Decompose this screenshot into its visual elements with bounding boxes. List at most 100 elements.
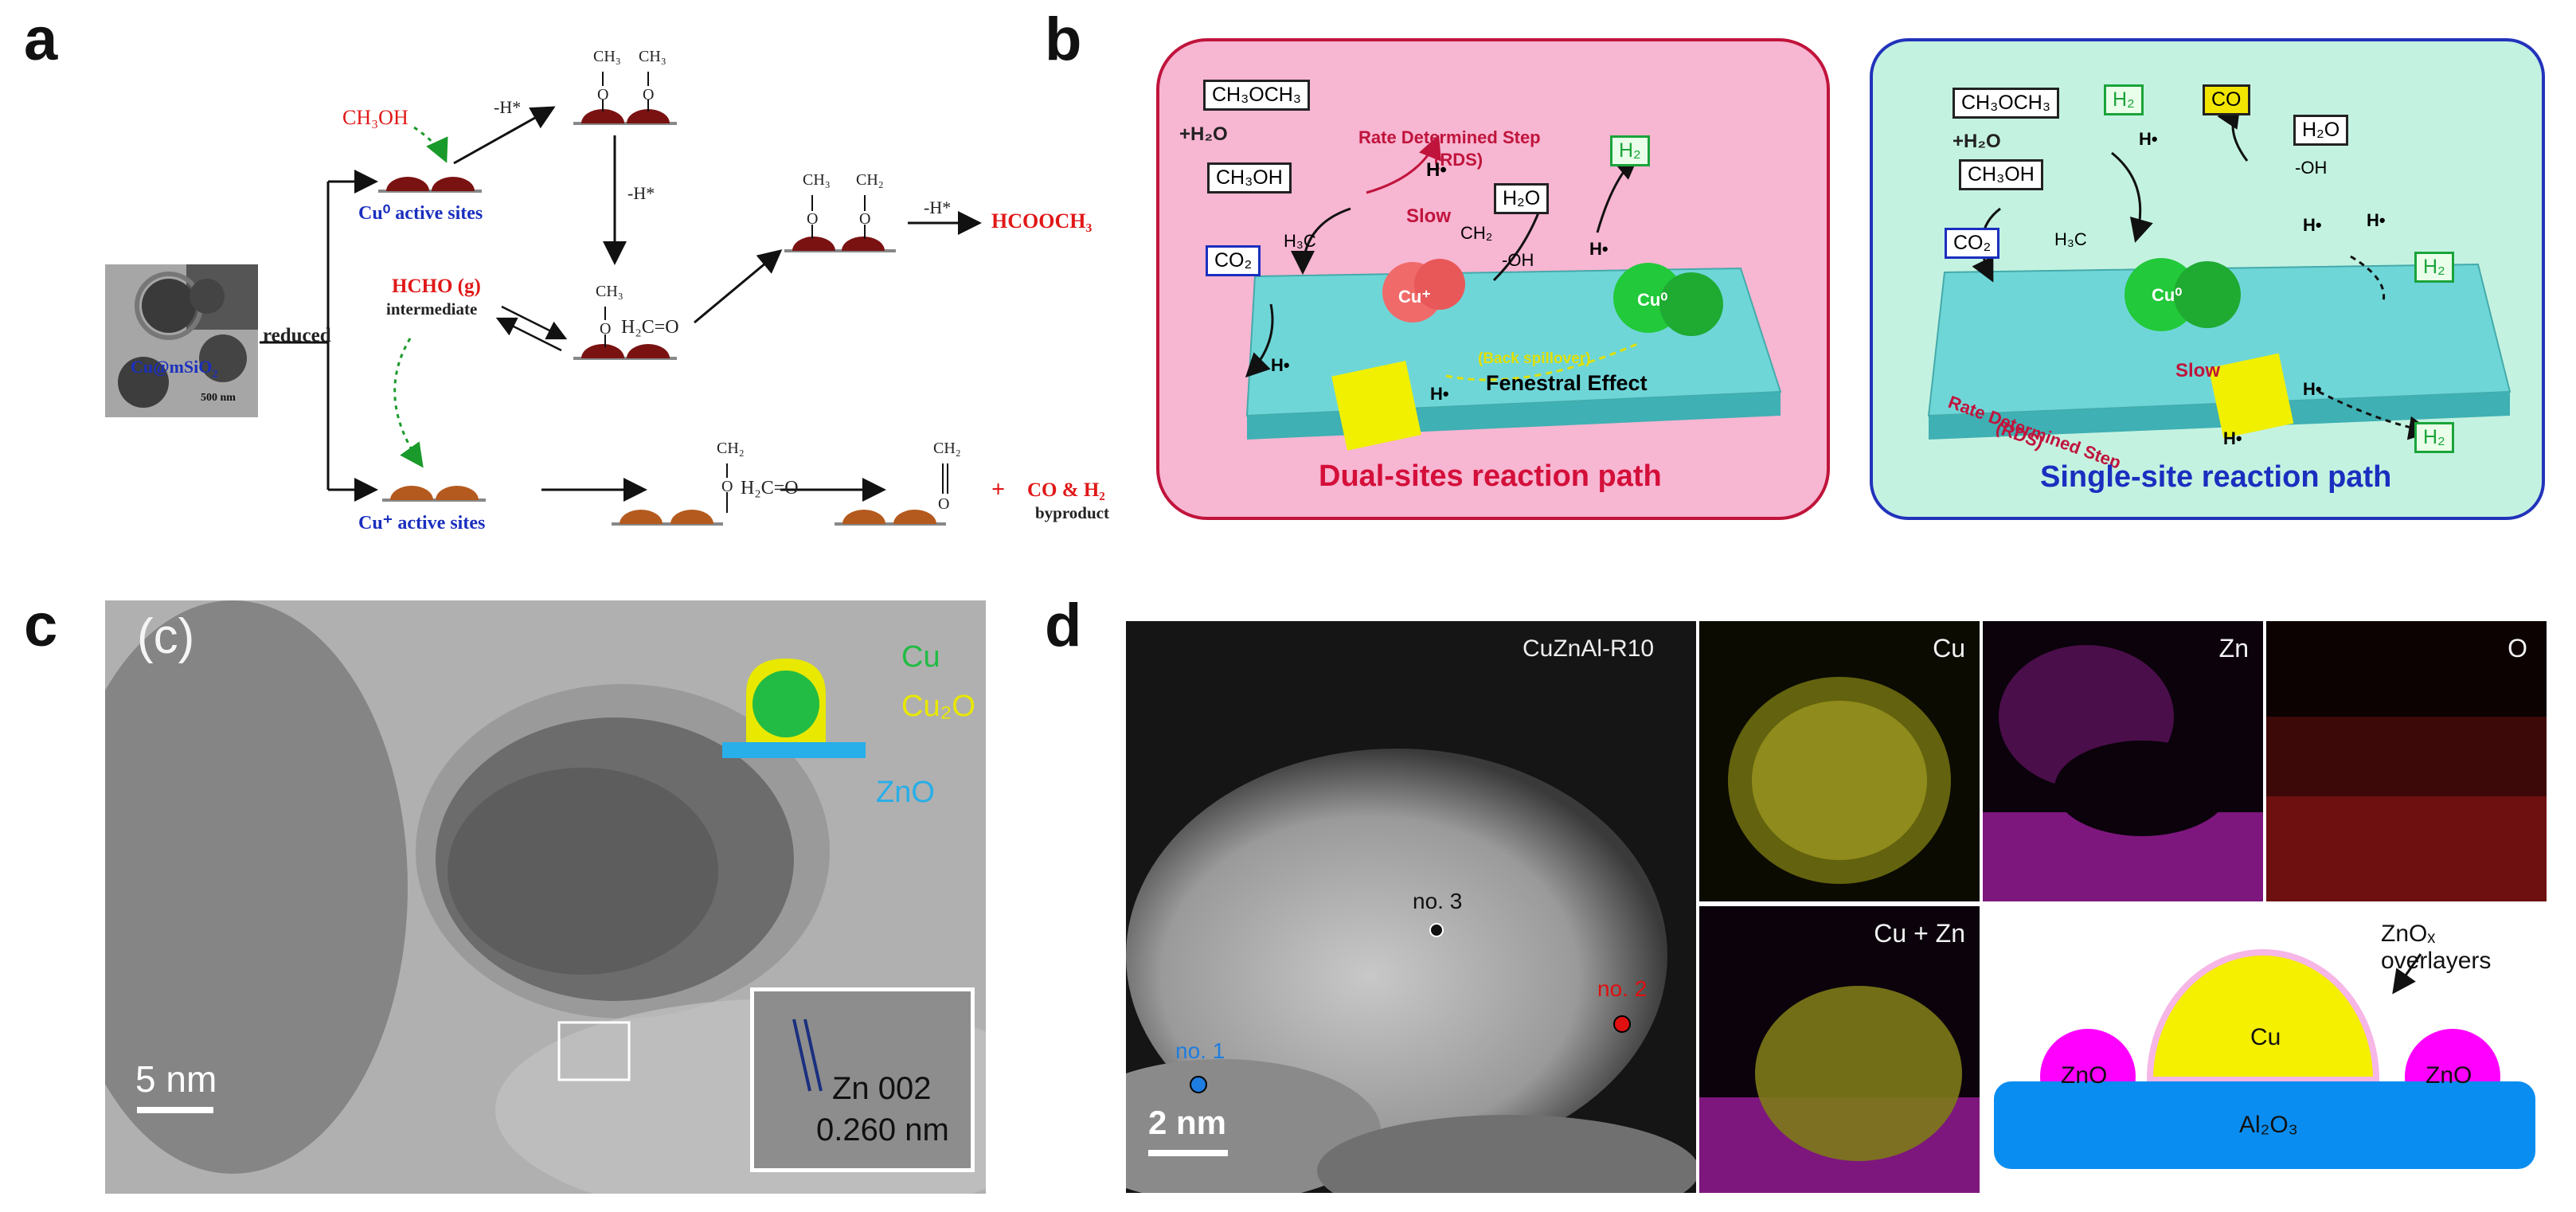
h2-box-bottom: H₂	[2414, 422, 2454, 453]
cu0-atom: Cu⁰	[1637, 290, 1668, 310]
h2o-box-r: H₂O	[2293, 115, 2349, 146]
h-dot-1: H•	[1426, 159, 1447, 181]
zno-left-label: ZnO	[2061, 1062, 2108, 1089]
zn-map-image	[1983, 621, 2263, 901]
d-spacing-label: 0.260 nm	[816, 1112, 949, 1147]
ch2-label-2: CH₂	[717, 440, 745, 457]
legend-cu: Cu	[901, 640, 940, 674]
cu-plus-sites-label: Cu⁺ active sites	[358, 513, 486, 534]
map-label-zn: Zn	[2218, 634, 2249, 663]
h2o-box: H₂O	[1494, 183, 1550, 214]
eds-map-cu: Cu	[1699, 621, 1980, 901]
intermediate-label: intermediate	[386, 299, 478, 319]
rds-abbrev: (RDS)	[1434, 150, 1483, 170]
map-label-o: O	[2508, 634, 2527, 663]
point-no1: no. 1	[1175, 1038, 1225, 1063]
cu-plus-atom: Cu⁺	[1398, 287, 1431, 307]
panel-letter-b: b	[1045, 6, 1082, 73]
point-no3: no. 3	[1413, 889, 1463, 913]
zno-overlayer-schematic: ZnOₓ overlayers Cu ZnO ZnO Al₂O₃	[1983, 906, 2547, 1193]
point-no2: no. 2	[1597, 976, 1648, 1001]
ch3oh-reactant: CH₃OH	[342, 106, 408, 129]
o-map-image	[2266, 621, 2547, 901]
h2-box-right: H₂	[2414, 252, 2454, 283]
plus-sign: +	[991, 476, 1006, 502]
h2-box: H₂	[1610, 135, 1650, 166]
panel-d-haadf: CuZnAl-R10 no. 3 no. 2 no. 1 2 nm	[1126, 621, 1696, 1193]
ch3och3-box-r: CH₃OCH₃	[1953, 88, 2060, 119]
h2-box-top: H₂	[2104, 84, 2144, 115]
single-site-drawing	[1927, 103, 2512, 440]
tem-label: Cu@mSiO2	[131, 357, 218, 381]
map-label-cu-zn: Cu + Zn	[1874, 919, 1965, 948]
panel-c-tem: (c) Cu Cu₂O ZnO 5 nm Zn 002 0.260 nm	[105, 600, 986, 1194]
ch3-label-1: CH₃	[593, 48, 621, 65]
h-dot-r5: H•	[2223, 428, 2242, 448]
lattice-fringes	[792, 1018, 823, 1092]
al2o3-label: Al₂O₃	[2239, 1112, 2298, 1138]
minus-h-2: -H*	[627, 183, 655, 203]
cu0-surface-1	[378, 177, 482, 193]
fenestral-effect: Fenestral Effect	[1486, 371, 1648, 395]
cu-plus-surface-1	[382, 486, 486, 502]
slow-label-r: Slow	[2175, 360, 2221, 381]
o-label-1: O	[597, 86, 609, 104]
cu-zn-map-image	[1699, 906, 1980, 1193]
ch2-label-1: CH₂	[856, 171, 884, 189]
zn-002-label: Zn 002	[832, 1071, 932, 1106]
co2-box: CO₂	[1206, 245, 1261, 276]
cu-plus-surface-3	[835, 510, 946, 526]
tem-scale: 500 nm	[201, 392, 236, 404]
rds-label: Rate Determined Step	[1358, 127, 1541, 147]
o-label-5: O	[859, 210, 871, 228]
dual-site-title: Dual-sites reaction path	[1319, 459, 1662, 493]
cu0-surface-2	[573, 109, 677, 125]
ch2-label: CH₂	[1460, 223, 1493, 243]
h-dot-r3: H•	[2367, 210, 2386, 230]
zno-right-label: ZnO	[2426, 1062, 2472, 1089]
single-site-title: Single-site reaction path	[2040, 460, 2392, 494]
minus-h-3: -H*	[924, 197, 952, 217]
panel-letter-c: c	[24, 592, 58, 659]
sample-label: CuZnAl-R10	[1523, 635, 1655, 662]
co2-box-r: CO₂	[1945, 228, 2000, 259]
h2co-label-2: H₂C=O	[741, 478, 799, 498]
co-h2-byproduct: CO & H₂	[1027, 479, 1105, 501]
panel-letter-d: d	[1045, 592, 1082, 659]
cu0-sites-label: Cu⁰ active sites	[358, 203, 483, 224]
tem-particles	[105, 264, 258, 417]
panel-b-right: CH₃OCH₃ +H₂O CH₃OH H₂ CO H₂O -OH CO₂ H₃C…	[1870, 38, 2545, 520]
panel-c-inner-label: (c)	[137, 609, 195, 664]
scale-label-c: 5 nm	[135, 1058, 217, 1100]
ch3och3-box: CH₃OCH₃	[1203, 80, 1311, 111]
reduced-label: reduced	[263, 325, 331, 346]
eds-map-o: O	[2266, 621, 2547, 901]
hrtem-inset: Zn 002 0.260 nm	[750, 987, 975, 1172]
scale-label-d: 2 nm	[1148, 1104, 1227, 1141]
o-label-3: O	[600, 320, 612, 338]
cu0-surface-3	[573, 344, 677, 360]
hcho-gas: HCHO (g)	[392, 276, 481, 297]
slow-label: Slow	[1406, 205, 1452, 227]
cu0-surface-4	[784, 237, 896, 252]
h3c-label: H₃C	[1284, 231, 1316, 251]
cu-particle-label: Cu	[2250, 1024, 2281, 1050]
h-dot-3: H•	[1271, 355, 1290, 375]
overlayer-drawing	[1994, 949, 2535, 1169]
ch2-label-3: CH₂	[933, 440, 961, 457]
byproduct-label: byproduct	[1035, 503, 1109, 522]
panel-b-left: CH₃OCH₃ +H₂O CH₃OH Rate Determined Step …	[1156, 38, 1830, 520]
cu-map-image	[1699, 621, 1980, 901]
h-dot-r4: H•	[2303, 379, 2322, 399]
h-dot-4: H•	[1430, 384, 1449, 404]
eds-map-zn: Zn	[1983, 621, 2263, 901]
cu-plus-surface-2	[612, 510, 723, 526]
h-dot-r1: H•	[2139, 129, 2158, 149]
o-label-4: O	[807, 210, 819, 228]
map-label-cu: Cu	[1933, 634, 1965, 663]
h2co-label: H₂C=O	[621, 317, 679, 338]
ch3oh-box-r: CH₃OH	[1959, 159, 2043, 190]
o-label-6: O	[721, 478, 733, 495]
ch3-label-4: CH₃	[803, 171, 831, 189]
co-box: CO	[2203, 84, 2250, 115]
